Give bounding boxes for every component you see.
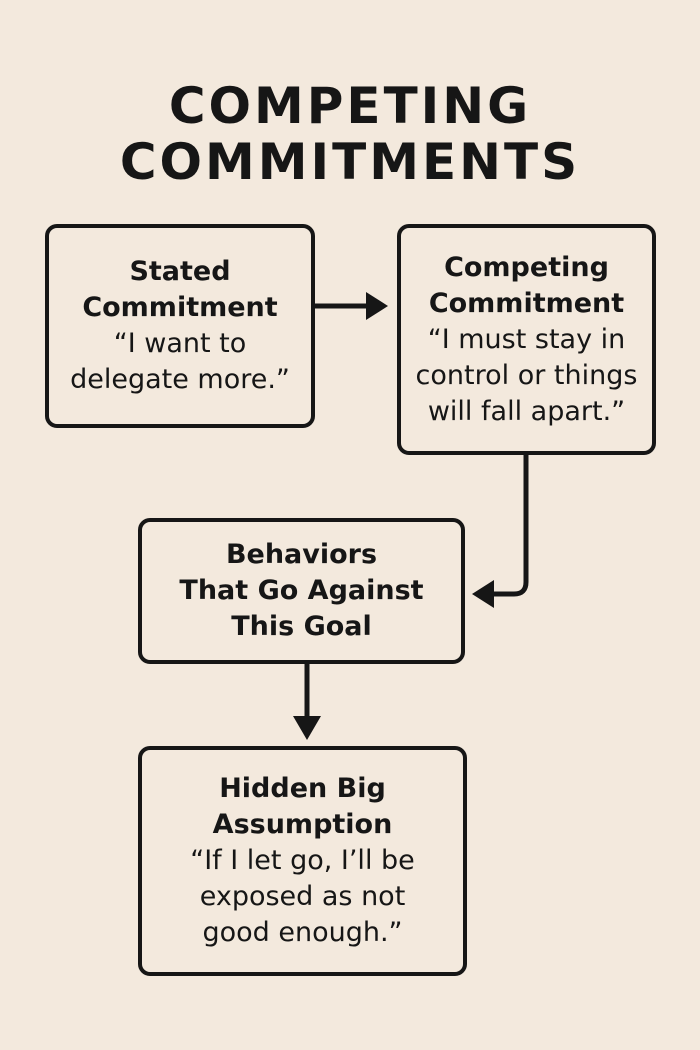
competing-commitment-box: Competing Commitment “I must stay in con… [397, 224, 656, 455]
box-heading: Assumption [212, 809, 393, 840]
stated-commitment-box: Stated Commitment “I want to delegate mo… [45, 224, 315, 428]
box-heading: Commitment [428, 287, 625, 319]
arrow-behaviors-to-assumption [293, 664, 321, 740]
box-quote: exposed as not [199, 881, 406, 912]
box-quote: good enough.” [202, 917, 403, 948]
box-quote: will fall apart.” [427, 395, 626, 427]
title-line: COMPETING [168, 77, 532, 135]
box-heading: Hidden Big [219, 773, 386, 804]
arrow-competing-to-behaviors [472, 455, 529, 608]
box-heading: That Go Against [179, 575, 424, 606]
box-heading: Competing [444, 251, 609, 283]
behaviors-box: Behaviors That Go Against This Goal [138, 518, 465, 664]
box-quote: delegate more.” [70, 364, 290, 395]
hidden-assumption-box: Hidden Big Assumption “If I let go, I’ll… [138, 746, 467, 976]
box-heading: This Goal [231, 611, 372, 642]
box-heading: Behaviors [225, 539, 378, 570]
box-quote: “I want to [113, 328, 247, 359]
box-quote: “If I let go, I’ll be [190, 845, 415, 876]
title-line: COMMITMENTS [119, 133, 581, 191]
box-quote: “I must stay in [427, 323, 626, 355]
box-quote: control or things [415, 359, 638, 391]
arrow-stated-to-competing [315, 292, 388, 320]
box-heading: Commitment [82, 292, 278, 323]
box-heading: Stated [129, 256, 231, 287]
diagram-title: COMPETING COMMITMENTS [0, 78, 700, 190]
